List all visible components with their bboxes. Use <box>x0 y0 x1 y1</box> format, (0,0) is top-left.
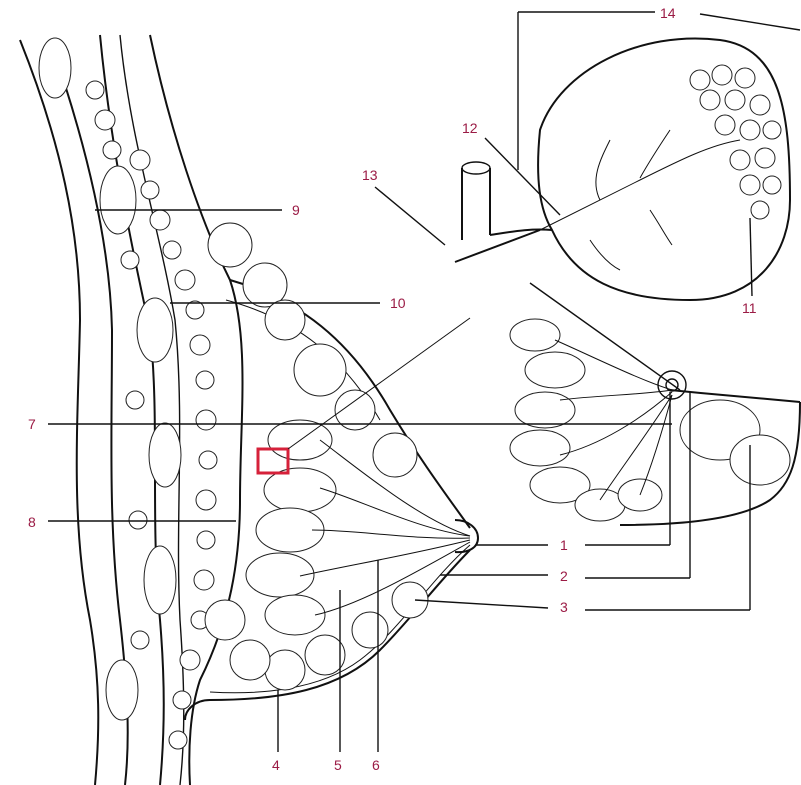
label-10: 10 <box>390 295 406 311</box>
label-2: 2 <box>560 568 568 584</box>
label-14: 14 <box>660 5 676 21</box>
lobule-inset <box>455 38 790 300</box>
callout-labels: 1 2 3 4 5 6 7 8 9 10 11 12 13 14 <box>28 5 757 773</box>
label-4: 4 <box>272 757 280 773</box>
label-5: 5 <box>334 757 342 773</box>
label-12: 12 <box>462 120 478 136</box>
breast-section <box>185 223 478 720</box>
label-1: 1 <box>560 537 568 553</box>
label-8: 8 <box>28 514 36 530</box>
label-7: 7 <box>28 416 36 432</box>
label-11: 11 <box>742 300 757 316</box>
label-13: 13 <box>362 167 378 183</box>
label-3: 3 <box>560 599 568 615</box>
label-6: 6 <box>372 757 380 773</box>
alveoli-cluster <box>690 65 781 219</box>
frontal-view <box>510 283 800 525</box>
frontal-lobes <box>510 319 790 521</box>
label-9: 9 <box>292 202 300 218</box>
chest-wall <box>20 35 243 785</box>
